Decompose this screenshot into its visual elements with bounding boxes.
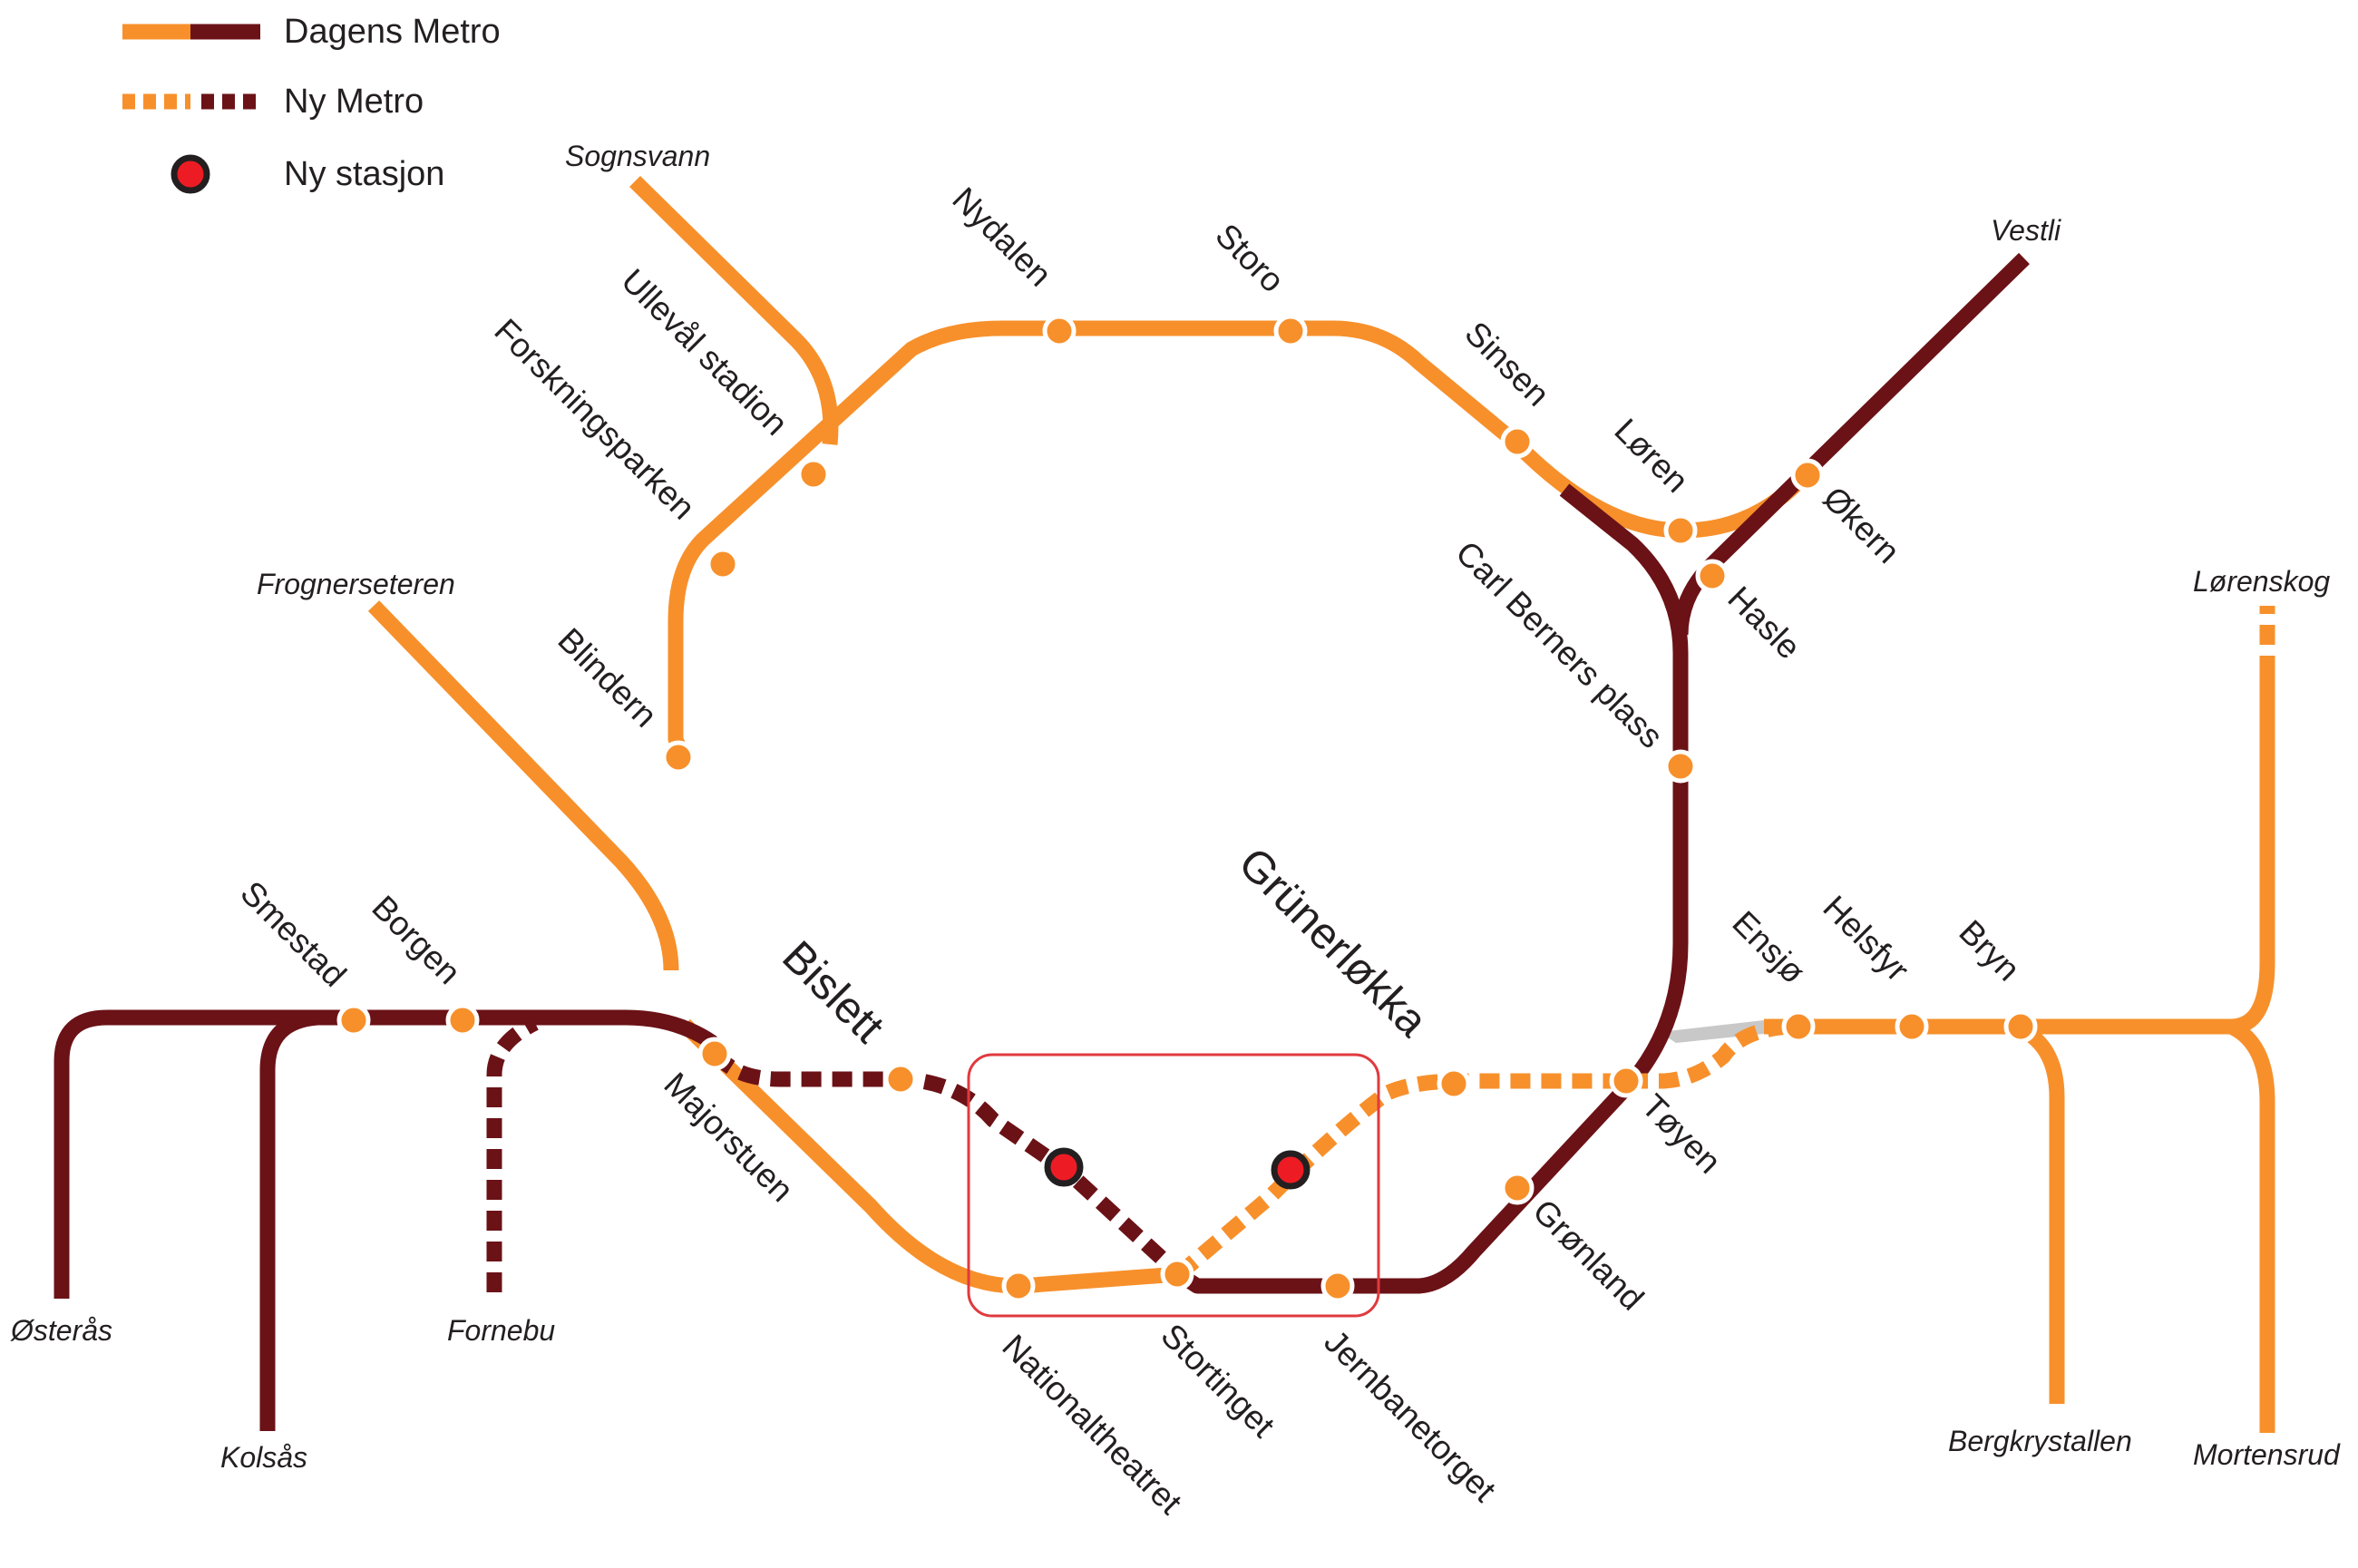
station-new-1[interactable] [1044,1147,1084,1187]
terminal-frognerseteren: Frognerseteren [257,568,455,600]
label-jernbanetorget: Jernbanetorget [1317,1323,1504,1510]
orange-branch-sognsvann [629,175,839,445]
stations [336,314,2038,1303]
label-nydalen: Nydalen [945,180,1058,294]
label-blindern: Blindern [551,621,664,735]
label-bryn: Bryn [1952,913,2027,989]
station-majorstuen[interactable] [697,1037,732,1071]
label-toyen: Tøyen [1634,1087,1728,1181]
station-bislett[interactable] [883,1062,918,1096]
label-helsfyr: Helsfyr [1816,889,1915,989]
terminal-kolsas: Kolsås [220,1441,307,1474]
station-nydalen[interactable] [1042,314,1077,348]
terminal-fornebu: Fornebu [447,1314,555,1347]
legend-new-station-marker [171,154,210,194]
terminal-osteras: Østerås [10,1314,112,1347]
legend-planned-label: Ny Metro [284,83,424,121]
station-ensjo[interactable] [1781,1009,1816,1044]
maroon-west-main [54,1009,717,1299]
station-new-2[interactable] [1271,1150,1311,1190]
terminal-labels: Sognsvann Frognerseteren Vestli Lørensko… [10,140,2341,1474]
label-carl-berners-plass: Carl Berners plass [1448,534,1670,755]
highlight-box [967,1053,1380,1318]
terminal-vestli: Vestli [1991,214,2061,247]
station-nationaltheatret[interactable] [1001,1269,1036,1303]
label-borgen: Borgen [365,889,467,991]
label-nationaltheatret: Nationaltheatret [995,1328,1189,1522]
terminal-bergkrystallen: Bergkrystallen [1948,1425,2132,1457]
terminal-lorenskog: Lørenskog [2193,565,2330,598]
station-grunerlokka-dot[interactable] [1437,1066,1471,1101]
terminal-mortensrud: Mortensrud [2193,1438,2341,1471]
planned-maroon-fornebu [486,1016,539,1292]
station-storo[interactable] [1273,314,1308,348]
station-helsfyr[interactable] [1895,1009,1929,1044]
station-okern[interactable] [1790,458,1825,492]
label-stortinget: Stortinget [1154,1317,1281,1445]
label-forskningsparken: Forskningsparken [487,312,702,527]
label-ensjo: Ensjø [1725,904,1812,991]
station-forskningsparken[interactable] [706,547,740,581]
label-gronland: Grønland [1525,1193,1651,1318]
label-grunerlokka: Grünerløkka [1229,839,1437,1047]
station-loren[interactable] [1663,513,1698,548]
orange-branch-mortensrud [2227,1019,2275,1433]
orange-branch-frognerseteren [367,600,679,971]
orange-lines [367,175,2275,1433]
label-smestad: Smestad [233,874,353,994]
toyen-connector [1660,1020,1764,1043]
label-ulleval-stadion: Ullevål stadion [614,262,794,443]
label-loren: Løren [1607,412,1695,500]
station-stortinget[interactable] [1160,1257,1194,1291]
maroon-branch-vestli [1672,252,2030,636]
orange-east-main [1764,676,2275,1035]
legend-existing-label: Dagens Metro [284,13,501,51]
label-storo: Storo [1208,217,1291,300]
legend: Dagens Metro Ny Metro Ny stasjon [122,13,501,194]
station-hasle[interactable] [1695,559,1730,593]
label-bislett: Bislett [773,932,893,1053]
station-ulleval-stadion[interactable] [796,457,831,492]
planned-maroon-bislett [710,1048,1184,1281]
station-borgen[interactable] [445,1003,480,1037]
orange-branch-bergkrystallen [2012,1019,2065,1404]
maroon-branch-kolsas [259,1009,318,1431]
legend-new-station-label: Ny stasjon [284,155,444,193]
label-hasle: Hasle [1720,579,1807,667]
station-jernbanetorget[interactable] [1320,1269,1355,1303]
station-carl-berners-plass[interactable] [1663,749,1698,784]
station-toyen[interactable] [1609,1064,1643,1098]
orange-ring-north [667,320,1813,765]
label-okern: Økern [1816,480,1906,570]
station-bryn[interactable] [2003,1009,2038,1044]
station-gronland[interactable] [1500,1171,1535,1205]
station-sinsen[interactable] [1500,424,1535,459]
planned-orange-toyen-ensjo [1628,1018,1792,1089]
station-blindern[interactable] [661,740,696,774]
station-smestad[interactable] [336,1003,371,1037]
terminal-sognsvann: Sognsvann [565,140,710,172]
maroon-lines [54,252,2030,1431]
maroon-stortinget-to-grunerlokka-area [1174,483,1689,1294]
